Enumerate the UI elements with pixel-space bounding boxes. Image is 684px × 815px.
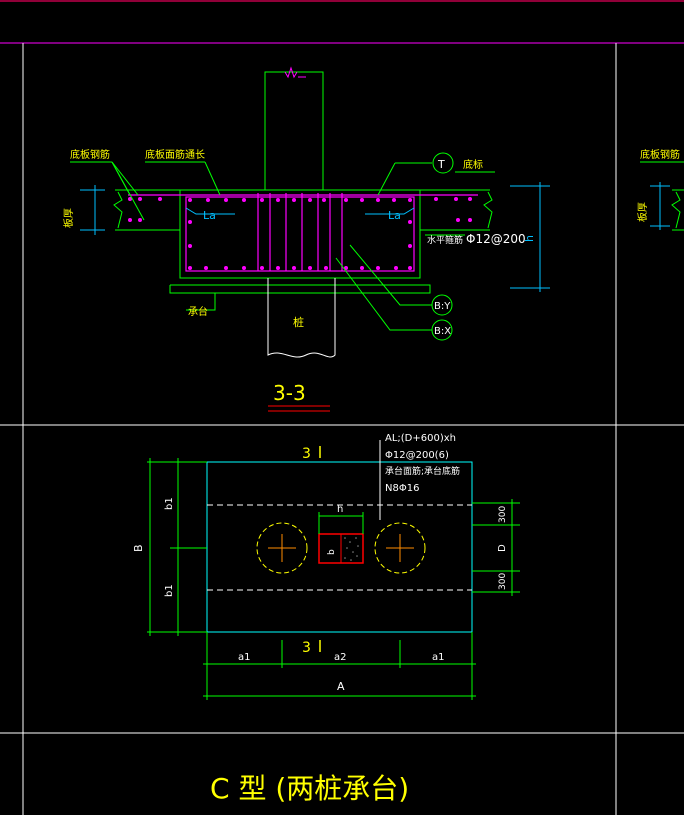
label-cap: 承台 [188,305,208,318]
column-break-mark [284,66,298,79]
dim-b1-bottom-label: b1 [164,584,175,597]
section-title: 3-3 [273,381,306,405]
label-hoop-spec: Φ12@200 [466,232,526,246]
dim-left-lines [147,458,207,636]
rebar-cage [185,196,415,272]
bubble-BY-text: B:Y [434,301,451,312]
plan-view: AL;(D+600)xh Φ12@200(6) 承台面筋;承台底筋 N8Φ16 … [132,433,520,700]
note-line-4: N8Φ16 [385,483,419,494]
dim-a1-right-label: a1 [432,652,445,663]
column-bars [257,193,343,271]
thickness-dim [80,185,105,235]
dim-B-label: B [132,544,145,552]
slab-left [115,189,181,231]
label-bottom-steel: 底板钢筋 [70,148,110,161]
dim-300-bottom-label: 300 [498,573,508,590]
right-label-thickness: 板厚 [636,202,649,222]
dim-right-lines [472,499,520,596]
dim-D-label: D [497,544,508,552]
bubble-T-text: T [437,158,445,171]
anchor-right-line [365,207,415,215]
label-anchor-left: La [203,209,216,222]
bubble-BX [431,319,453,341]
label-anchor-right: La [388,209,401,222]
plan-cap-outline [206,461,473,633]
bubble-BY [431,294,453,316]
pile-crosses [268,534,414,562]
note-line-3: 承台面筋;承台底筋 [385,465,460,477]
section-3-3: 底板钢筋 底板面筋通长 板厚 La La 底标 水平箍筋 Φ12@200 h 承… [62,66,684,412]
rebar-dots [128,197,472,270]
label-horizontal-hoop: 水平箍筋 [427,234,463,246]
right-thickness-dim [650,182,670,230]
slab-left-break [113,191,123,229]
label-bottom-elev: 底标 [463,158,483,171]
cap-outline [179,189,421,279]
slab-right [419,189,490,231]
note-line-2: Φ12@200(6) [385,450,449,461]
footer-title: C 型 (两桩承台) [210,772,409,805]
label-height: h [523,235,536,242]
dim-a2-label: a2 [334,652,347,663]
column-hatch [344,537,359,561]
dim-a1-left-label: a1 [238,652,251,663]
dim-b1-top-label: b1 [164,497,175,510]
dim-h-label: h [337,504,343,515]
section-mark-bottom: 3 [302,640,311,656]
slab-right-break [483,191,493,229]
pile-right-circle [374,522,426,574]
section-mark-top: 3 [302,446,311,462]
bedding-layer [169,284,431,294]
leader-lines [70,161,495,331]
anchor-left-line [185,207,235,215]
right-label-bottom-steel: 底板钢筋 [640,148,680,161]
pile-outline [267,278,336,358]
dim-bottom-lines [203,632,476,700]
label-thickness: 板厚 [62,208,75,228]
bubble-T [432,152,454,174]
dim-b-label: b [327,549,337,555]
dim-A-label: A [337,680,345,693]
bubble-BX-text: B:X [434,326,451,337]
note-line-1: AL;(D+600)xh [385,433,456,444]
dim-h-lines [318,512,364,534]
label-pile: 桩 [293,315,304,329]
dim-300-top-label: 300 [498,506,508,523]
column-outline [264,71,324,191]
pile-left-circle [256,522,308,574]
label-bottom-through: 底板面筋通长 [145,148,205,161]
height-dim [510,182,550,292]
right-partial-view [640,161,684,231]
